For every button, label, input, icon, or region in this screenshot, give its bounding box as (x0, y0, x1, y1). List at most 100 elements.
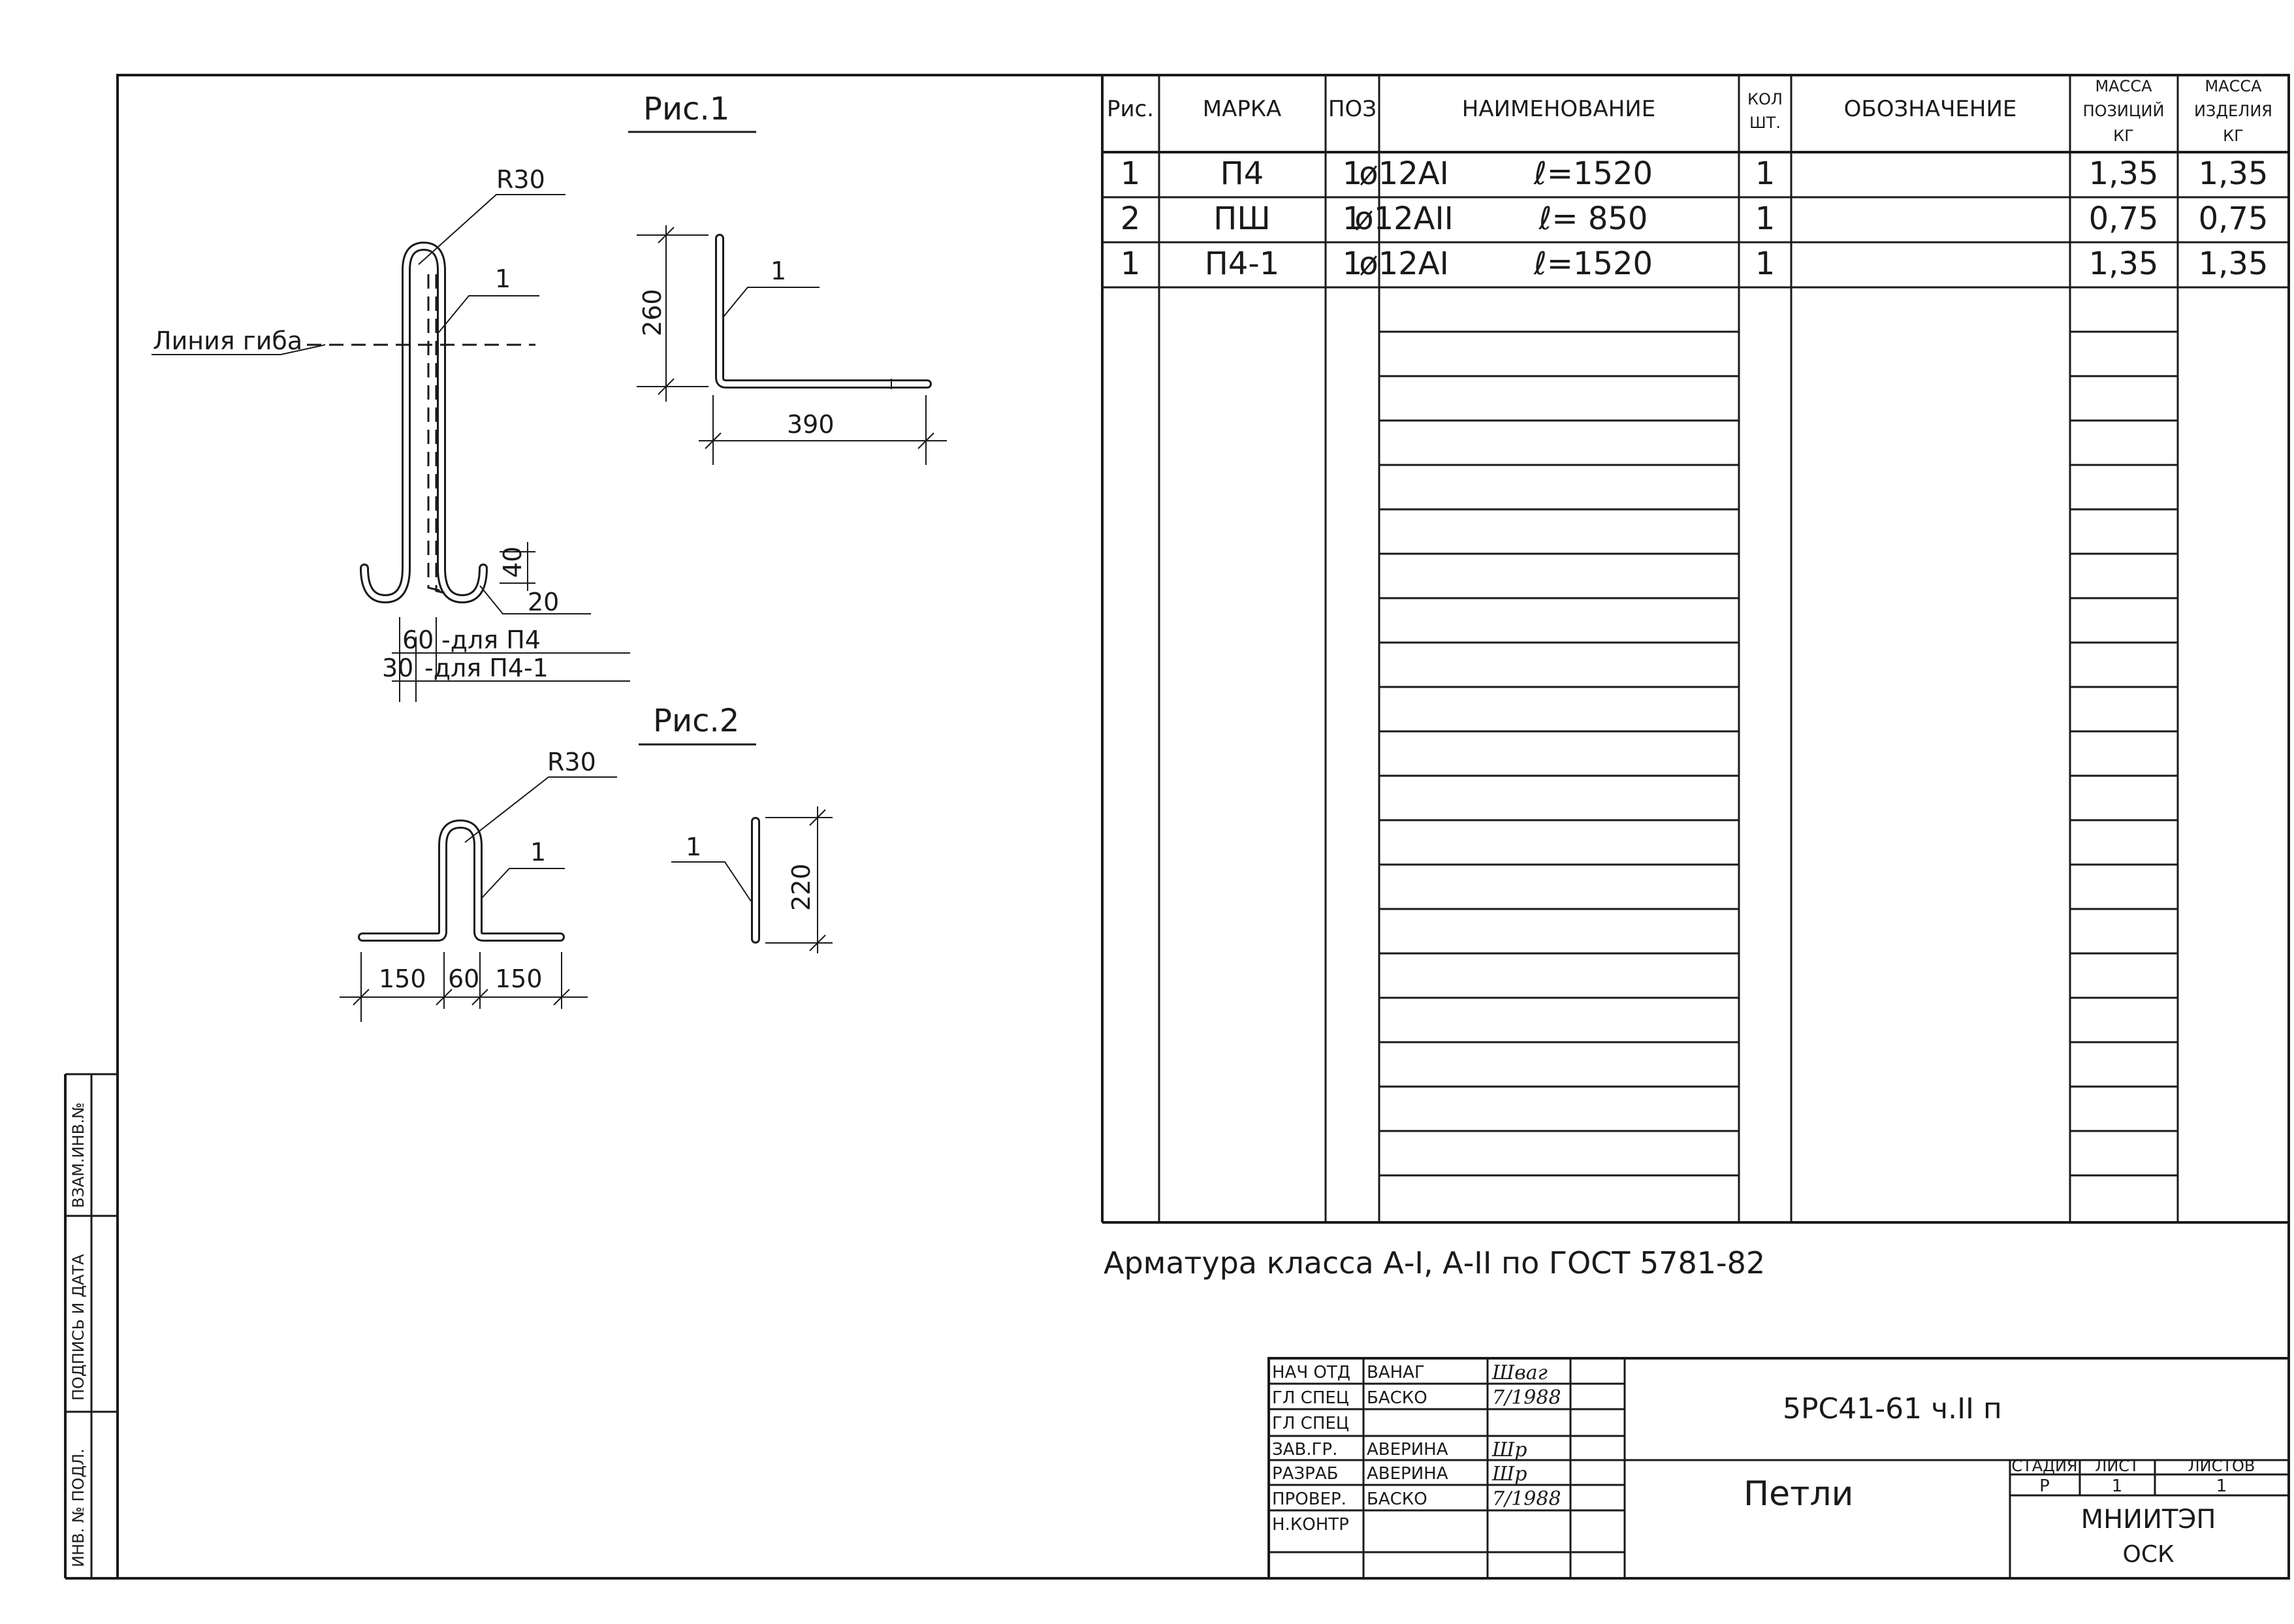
spec-header-qty-a: КОЛ (1747, 90, 1783, 108)
spec-header-qty-b: ШТ. (1749, 114, 1781, 132)
fig1-callout-leader (438, 295, 539, 334)
spec-header-mass-item-c: КГ (2223, 127, 2244, 145)
tb-stage-header: СТАДИЯ (2011, 1457, 2077, 1475)
fig2-dim-mid: 60 (448, 964, 479, 993)
fig1-for-p4: -для П4 (441, 626, 541, 654)
figure-2: Рис.2 R30 1 150 60 150 (340, 703, 756, 1022)
tb-name: АВЕРИНА (1367, 1464, 1448, 1484)
tb-role: РАЗРАБ (1272, 1464, 1338, 1484)
row-qty: 1 (1755, 155, 1776, 192)
row-mass-pos: 0,75 (2089, 200, 2159, 237)
fig1-loop-bar (360, 242, 488, 603)
row-length: ℓ= 850 (1538, 200, 1648, 237)
row-pos: 1 (1343, 246, 1363, 282)
tb-sheets: 1 (2216, 1476, 2227, 1496)
fig1-dim-60: 60 (402, 626, 434, 654)
tb-name: БАСКО (1367, 1388, 1427, 1408)
tb-document-title: Петли (1744, 1474, 1853, 1514)
fig1b-dim-height: 260 (638, 289, 667, 336)
spec-header-designation: ОБОЗНАЧЕНИЕ (1844, 96, 2017, 122)
row-mass-item: 1,35 (2199, 246, 2269, 282)
row-name: ø12АI (1359, 246, 1448, 282)
fig1-callout: 1 (495, 264, 511, 293)
tb-name: ВАНАГ (1367, 1363, 1425, 1382)
spec-header-name: НАИМЕНОВАНИЕ (1462, 96, 1655, 122)
tb-sheet: 1 (2112, 1476, 2123, 1496)
row-fig: 2 (1121, 200, 1141, 237)
row-name: ø12АII (1354, 200, 1454, 237)
row-name: ø12АI (1359, 155, 1448, 192)
spec-table: Рис. МАРКА ПОЗ НАИМЕНОВАНИЕ КОЛ ШТ. ОБОЗ… (1101, 75, 2289, 1224)
side-stamp-inv-podl: ИНВ. № ПОДЛ. (69, 1448, 88, 1567)
side-stamp-podpis-data: ПОДПИСЬ И ДАТА (69, 1254, 88, 1401)
tb-signature: 7/1988 (1492, 1386, 1561, 1409)
tb-document-code: 5РС41-61 ч.II п (1783, 1392, 2002, 1425)
tb-name: БАСКО (1367, 1489, 1427, 1509)
tb-role: ГЛ СПЕЦ (1272, 1414, 1349, 1433)
fig2-radius: R30 (547, 748, 596, 776)
tb-signature: 7/1988 (1492, 1488, 1561, 1510)
fig1b-callout-leader (723, 287, 820, 317)
row-mark: П4 (1220, 155, 1264, 192)
spec-header-mass-pos-c: КГ (2113, 127, 2134, 145)
fig2b-callout-leader (671, 861, 752, 902)
row-mark: П4-1 (1205, 246, 1280, 282)
title-block: НАЧ ОТД ГЛ СПЕЦ ГЛ СПЕЦ ЗАВ.ГР. РАЗРАБ П… (1267, 1357, 2290, 1580)
spec-header-mass-pos-a: МАССА (2095, 77, 2152, 95)
tb-stage: Р (2039, 1476, 2050, 1496)
tb-role: ГЛ СПЕЦ (1272, 1388, 1349, 1408)
spec-header-mass-pos-b: ПОЗИЦИЙ (2083, 101, 2165, 120)
tb-role: Н.КОНТР (1272, 1515, 1349, 1535)
spec-header-mass-item-a: МАССА (2205, 77, 2262, 95)
row-fig: 1 (1121, 155, 1141, 192)
fig1b-callout: 1 (771, 257, 786, 285)
spec-empty-row-lines (1379, 330, 2178, 1177)
row-mass-item: 1,35 (2199, 155, 2269, 192)
tb-signature: Шр (1491, 1439, 1527, 1461)
tb-role: ЗАВ.ГР. (1272, 1440, 1337, 1459)
table-row: 1 П4 1 ø12АI ℓ=1520 1 1,35 1,35 (1121, 155, 2269, 192)
tb-role: ПРОВЕР. (1272, 1489, 1346, 1509)
tb-org-line2: ОСК (2122, 1541, 2174, 1568)
row-length: ℓ=1520 (1533, 246, 1653, 282)
row-length: ℓ=1520 (1533, 155, 1653, 192)
table-row: 1 П4-1 1 ø12АI ℓ=1520 1 1,35 1,35 (1121, 246, 2269, 282)
row-mass-item: 0,75 (2199, 200, 2269, 237)
figure-1-bar-2: 260 390 1 (637, 225, 947, 465)
tb-name: АВЕРИНА (1367, 1440, 1448, 1459)
row-mark: ПШ (1213, 200, 1270, 237)
side-stamp-vzam-inv: ВЗАМ.ИНВ.№ (69, 1102, 88, 1208)
row-qty: 1 (1755, 246, 1776, 282)
fig2-callout-leader (481, 868, 565, 899)
spec-header-pos: ПОЗ (1328, 96, 1377, 122)
row-pos: 1 (1343, 155, 1363, 192)
figure-2-bar-2: 220 1 (671, 806, 833, 953)
tb-signature: Шр (1491, 1463, 1527, 1486)
sheet-frame (116, 74, 2290, 1580)
fig1b-dim-width: 390 (787, 410, 835, 439)
fig2-title: Рис.2 (653, 703, 739, 739)
fig2-dim-left: 150 (379, 964, 426, 993)
row-mass-pos: 1,35 (2089, 155, 2159, 192)
spec-header-mass-item-b: ИЗДЕЛИЯ (2194, 102, 2272, 120)
reinforcement-note: Арматура класса А-I, А-II по ГОСТ 5781-8… (1104, 1245, 1765, 1281)
fig1-dim-30: 30 (382, 654, 413, 682)
row-qty: 1 (1755, 200, 1776, 237)
row-fig: 1 (1121, 246, 1141, 282)
fig1-second-bar-hidden (435, 274, 451, 596)
tb-signature: Шваг (1491, 1361, 1548, 1384)
spec-header-fig: Рис. (1107, 96, 1154, 122)
row-mass-pos: 1,35 (2089, 246, 2159, 282)
fig2-radius-leader (464, 776, 617, 843)
spec-header-mark: МАРКА (1203, 96, 1282, 122)
fig2b-dim: 220 (787, 863, 816, 911)
figure-1: Рис.1 Линия гиба R30 1 40 20 60 30 -для … (151, 91, 756, 702)
fig1-title: Рис.1 (643, 91, 729, 127)
fig1-for-p41: -для П4-1 (424, 654, 549, 682)
fig2-dim-right: 150 (495, 964, 543, 993)
fig1-dim-40: 40 (498, 547, 527, 578)
table-row: 2 ПШ 1 ø12АII ℓ= 850 1 0,75 0,75 (1121, 200, 2269, 237)
tb-sheet-header: ЛИСТ (2095, 1457, 2139, 1475)
tb-sheets-header: ЛИСТОВ (2188, 1457, 2255, 1475)
